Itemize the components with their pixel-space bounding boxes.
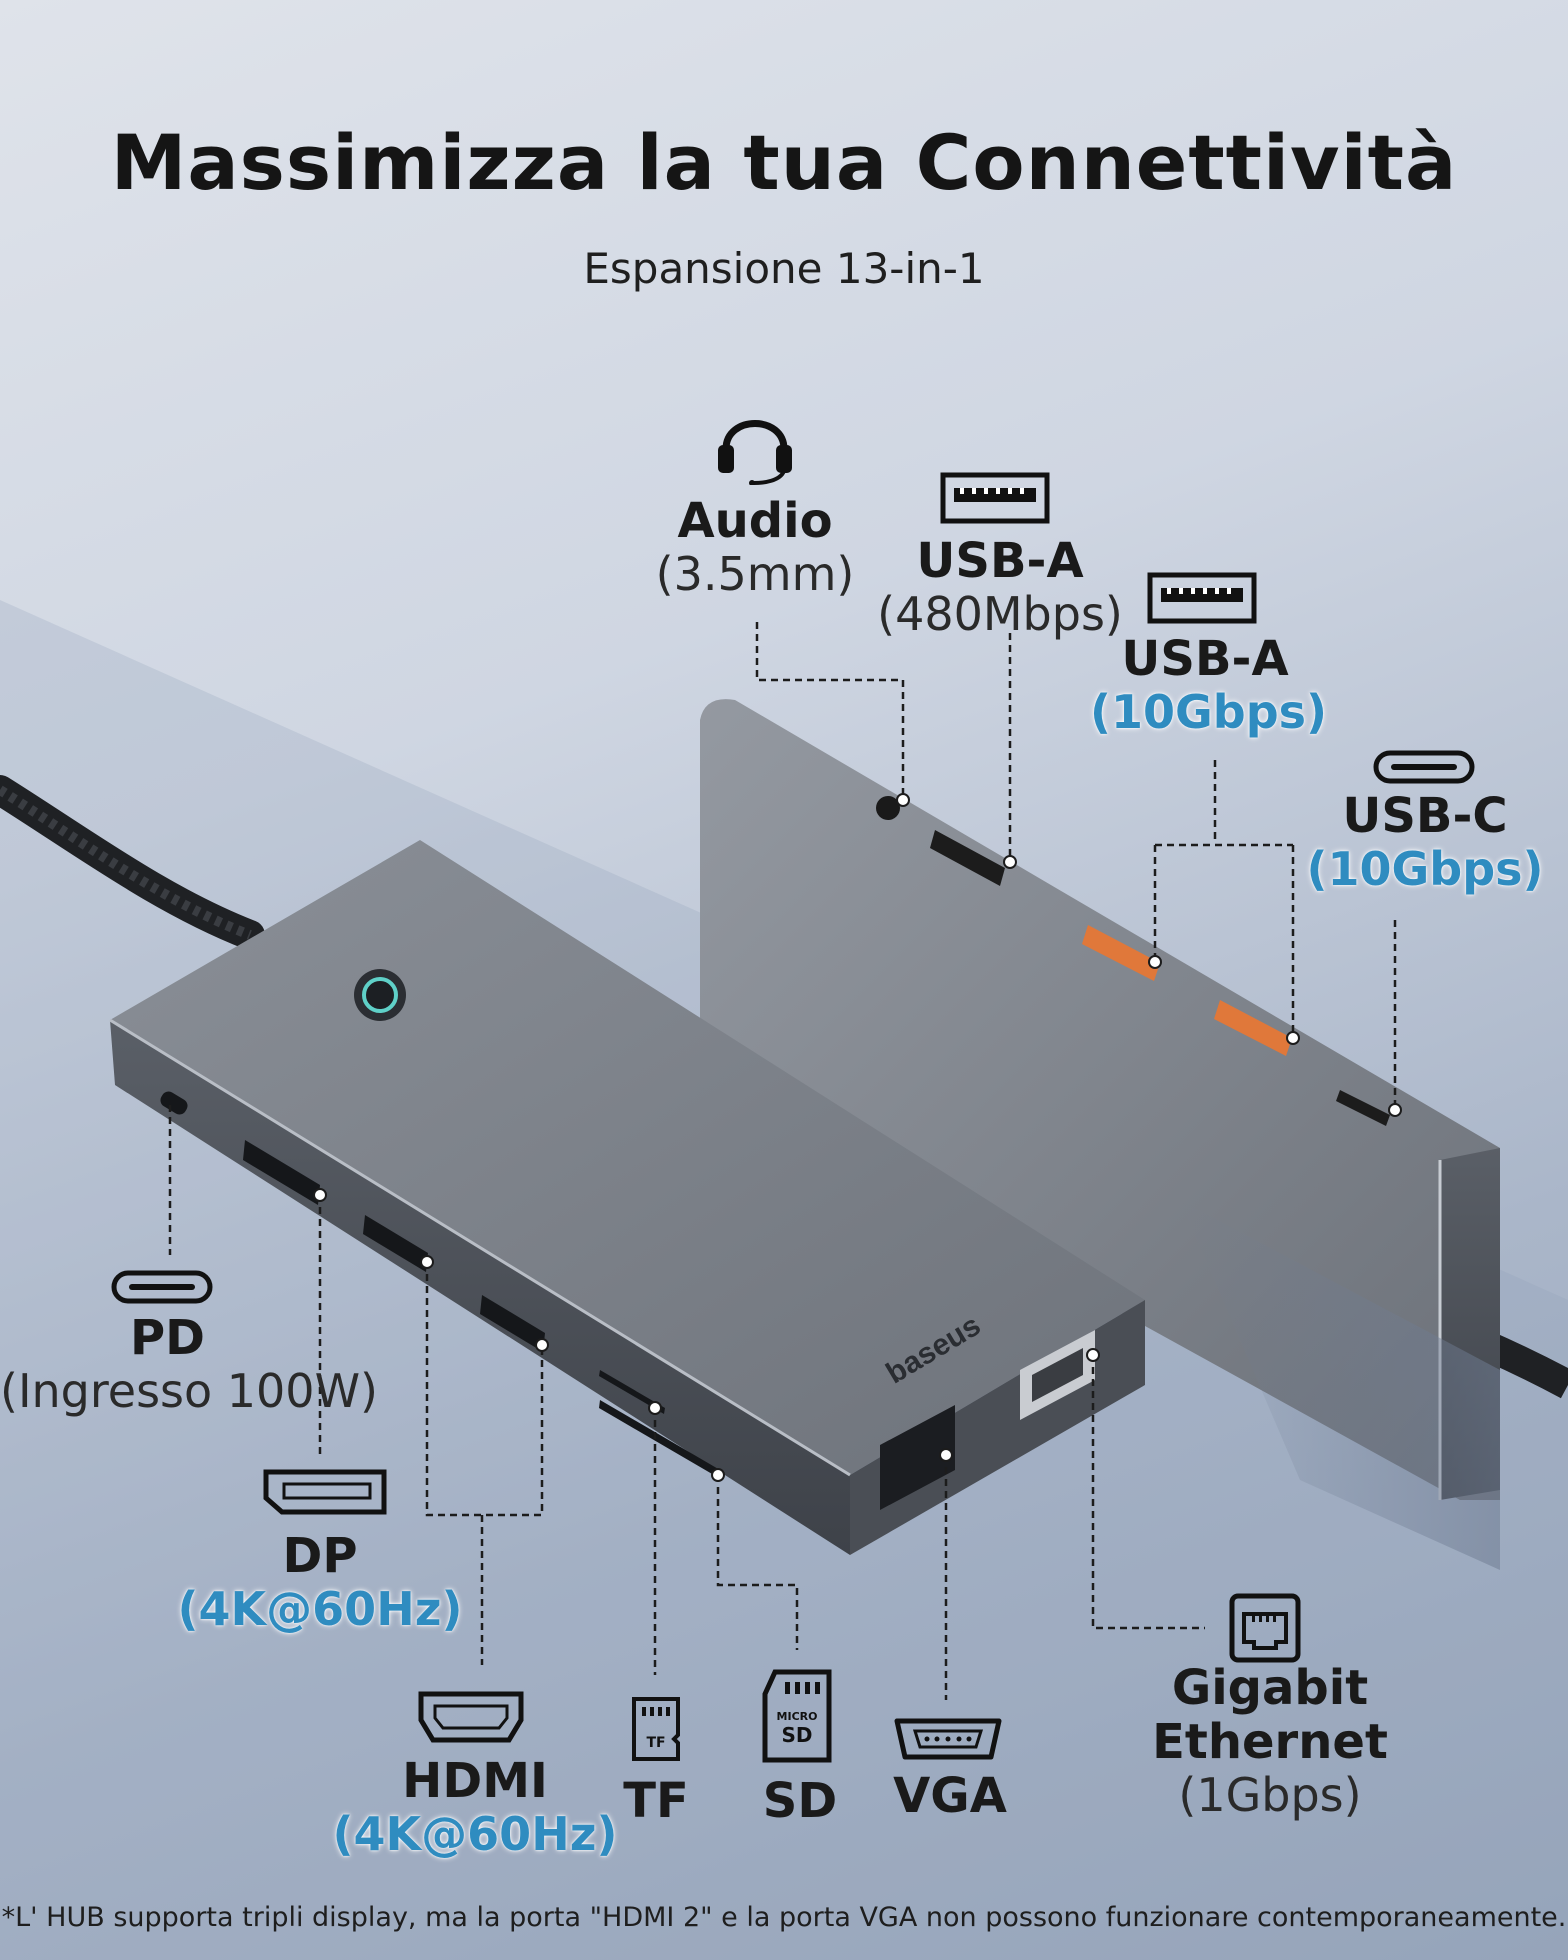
usba-10gbps-port-2: [1214, 1000, 1292, 1056]
left-cable-braid: [0, 785, 252, 940]
ethernet-leader: [1091, 1355, 1205, 1630]
usb-a-icon: [1147, 572, 1257, 624]
pd-label: PD (Ingresso 100W): [0, 1310, 378, 1418]
usb-c-icon: [111, 1270, 213, 1304]
audio-spec: (3.5mm): [655, 546, 855, 601]
ethernet-spec: (1Gbps): [1178, 1767, 1362, 1822]
ethernet-name-line1: Gigabit: [1171, 1660, 1369, 1716]
usb-a-icon: [940, 472, 1050, 524]
dp-name: DP: [282, 1528, 358, 1584]
usb-c-icon: [1373, 750, 1475, 784]
usba-10gbps-leader: [1153, 760, 1295, 1038]
pd-spec: (Ingresso 100W): [0, 1363, 378, 1418]
ethernet-name-line2: Ethernet: [1152, 1713, 1388, 1770]
sd-slot: [599, 1400, 720, 1478]
dp-port: [243, 1140, 320, 1205]
usba-480-spec: (480Mbps): [877, 586, 1123, 641]
hdmi-label: HDMI (4K@60Hz): [320, 1753, 630, 1861]
hdmi-name: HDMI: [402, 1753, 548, 1809]
usba-10gbps-port-1: [1082, 925, 1160, 981]
usba-10gbps-name: USB-A: [1121, 631, 1289, 687]
page-title: Massimizza la tua Connettività: [110, 118, 1458, 207]
ethernet-label: Gigabit Ethernet (1Gbps): [1130, 1660, 1410, 1822]
ethernet-icon: [1229, 1593, 1301, 1663]
hdmi-spec: (4K@60Hz): [332, 1806, 618, 1861]
sd-name: SD: [762, 1773, 838, 1829]
tf-name: TF: [623, 1773, 689, 1829]
usba-480-port: [930, 830, 1005, 886]
tf-label: TF: [596, 1773, 716, 1829]
vga-port: [880, 1405, 955, 1510]
usba-480-label: USB-A (480Mbps): [870, 533, 1130, 641]
hdmi-port-2: [480, 1295, 545, 1352]
hdmi-leader: [425, 1262, 544, 1665]
dp-spec: (4K@60Hz): [177, 1581, 463, 1636]
svg-text:MICRO: MICRO: [777, 1710, 818, 1723]
audio-name: Audio: [677, 493, 833, 549]
pd-port: [160, 1091, 188, 1115]
usba-10gbps-spec: (10Gbps): [1090, 684, 1328, 739]
audio-leader: [755, 622, 905, 800]
micro-sd-icon: MICRO SD: [762, 1669, 832, 1763]
dp-label: DP (4K@60Hz): [165, 1528, 475, 1636]
displayport-icon: [263, 1469, 387, 1515]
usba-480-name: USB-A: [916, 533, 1084, 589]
vga-label: VGA: [880, 1768, 1020, 1824]
svg-text:TF: TF: [646, 1735, 665, 1751]
usbc-10gbps-label: USB-C (10Gbps): [1305, 788, 1545, 896]
tf-slot: [599, 1370, 665, 1414]
sd-label: SD: [740, 1773, 860, 1829]
flat-hub: [109, 840, 1145, 1555]
hdmi-icon: [418, 1691, 524, 1743]
audio-label: Audio (3.5mm): [655, 493, 855, 601]
hdmi-port-1: [363, 1215, 428, 1272]
page-subtitle: Espansione 13-in-1: [583, 244, 985, 293]
usbc-10gbps-port: [1336, 1090, 1390, 1126]
usbc-10gbps-name: USB-C: [1342, 788, 1508, 844]
sd-leader: [716, 1475, 799, 1650]
footnote: *L' HUB supporta tripli display, ma la p…: [1, 1902, 1567, 1933]
usba-10gbps-label: USB-A (10Gbps): [1090, 631, 1328, 739]
audio-jack: [876, 796, 900, 820]
pd-name: PD: [129, 1310, 206, 1366]
vga-icon: [894, 1718, 1002, 1760]
hub-shadow: [1180, 1200, 1500, 1570]
svg-text:SD: SD: [781, 1723, 812, 1747]
headset-icon: [718, 420, 792, 485]
vga-name: VGA: [893, 1768, 1007, 1824]
tf-card-icon: TF: [632, 1697, 680, 1761]
usbc-10gbps-spec: (10Gbps): [1306, 841, 1544, 896]
